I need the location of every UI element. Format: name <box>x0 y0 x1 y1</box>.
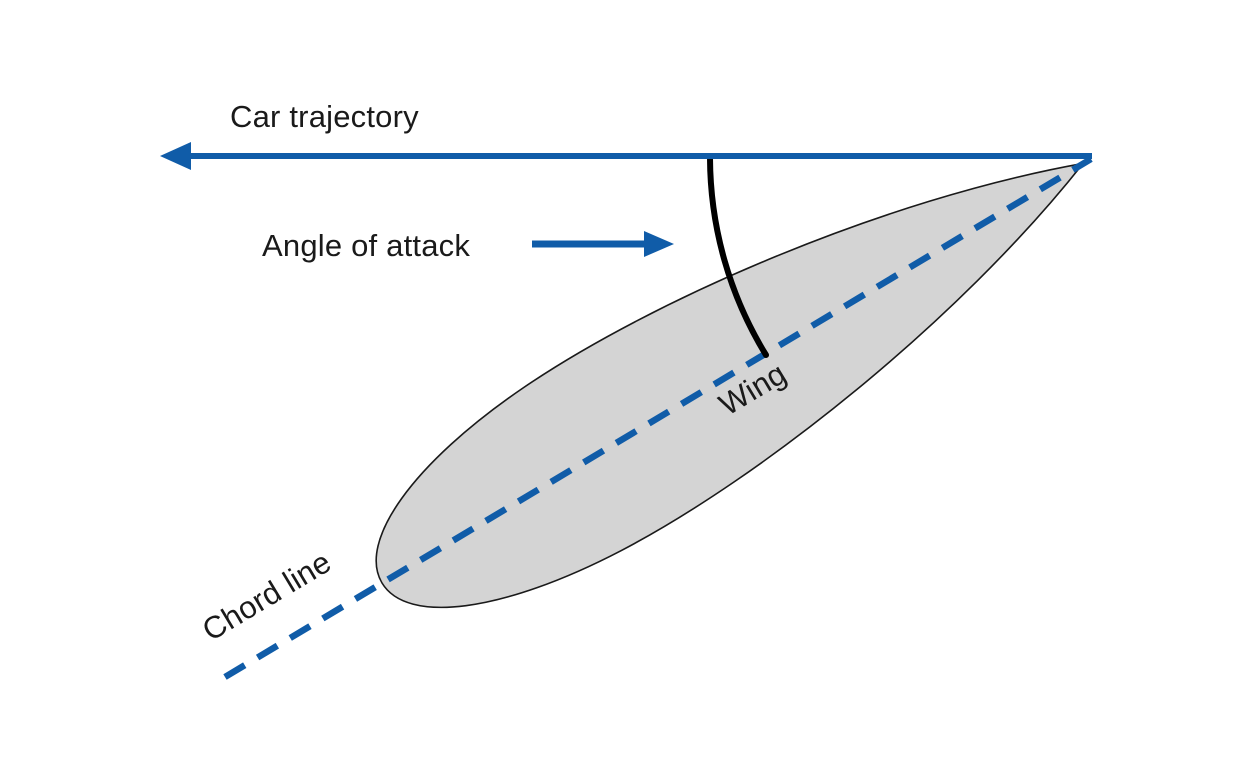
car-trajectory-label: Car trajectory <box>230 99 419 134</box>
chord-line <box>223 156 1093 680</box>
wing-shape <box>375 162 1086 609</box>
trajectory-arrowhead <box>160 142 191 170</box>
angle-of-attack-arrowhead <box>644 231 674 257</box>
chord-line-label-group: Chord line <box>196 544 337 648</box>
wing-group <box>375 162 1086 609</box>
angle-of-attack-arc <box>707 155 769 358</box>
angle-of-attack-label: Angle of attack <box>262 228 470 263</box>
chord-line-label: Chord line <box>196 544 337 648</box>
